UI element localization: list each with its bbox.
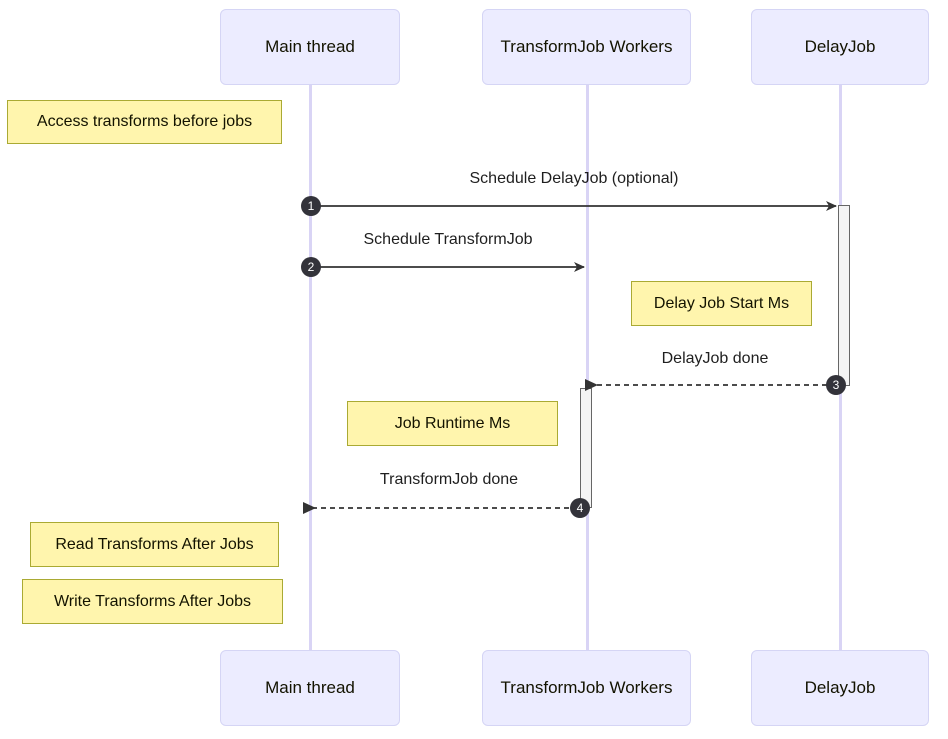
sequence-number: 3	[832, 378, 840, 392]
sequence-number: 1	[307, 199, 315, 213]
note-delay-job-start-ms: Delay Job Start Ms	[631, 281, 812, 326]
message-text: Schedule DelayJob (optional)	[469, 170, 679, 187]
sequence-number: 4	[576, 501, 584, 515]
note-text: Write Transforms After Jobs	[53, 592, 252, 610]
message-text: Schedule TransformJob	[363, 231, 533, 248]
activation-transformjob	[580, 388, 592, 508]
note-text: Delay Job Start Ms	[653, 294, 790, 312]
lifeline-transformjob-workers	[586, 85, 589, 650]
sequence-marker-2: 2	[301, 257, 321, 277]
participant-transformjob-workers-top[interactable]: TransformJob Workers	[482, 9, 691, 85]
participant-main-thread-top[interactable]: Main thread	[220, 9, 400, 85]
note-job-runtime-ms: Job Runtime Ms	[347, 401, 558, 446]
participant-label: TransformJob Workers	[500, 678, 673, 697]
note-read-transforms-after-jobs: Read Transforms After Jobs	[30, 522, 279, 567]
note-text: Read Transforms After Jobs	[55, 535, 254, 553]
participant-label: DelayJob	[804, 678, 876, 697]
note-write-transforms-after-jobs: Write Transforms After Jobs	[22, 579, 283, 624]
sequence-marker-4: 4	[570, 498, 590, 518]
lifeline-main-thread	[309, 85, 312, 650]
note-text: Access transforms before jobs	[36, 113, 253, 130]
message-label-4: TransformJob done	[380, 471, 518, 489]
message-label-2: Schedule TransformJob	[364, 231, 533, 249]
sequence-marker-1: 1	[301, 196, 321, 216]
note-text: Job Runtime Ms	[394, 414, 511, 432]
participant-transformjob-workers-bottom[interactable]: TransformJob Workers	[482, 650, 691, 726]
sequence-number: 2	[307, 260, 315, 274]
participant-main-thread-bottom[interactable]: Main thread	[220, 650, 400, 726]
participant-label: TransformJob Workers	[500, 37, 673, 56]
note-access-transforms-before-jobs: Access transforms before jobs	[7, 100, 282, 144]
message-label-1: Schedule DelayJob (optional)	[469, 170, 678, 188]
participant-label: DelayJob	[804, 37, 876, 56]
activation-delayjob	[838, 205, 850, 386]
participant-delayjob-bottom[interactable]: DelayJob	[751, 650, 929, 726]
message-text: TransformJob done	[379, 471, 519, 488]
message-text: DelayJob done	[661, 350, 769, 367]
participant-label: Main thread	[265, 37, 355, 56]
sequence-marker-3: 3	[826, 375, 846, 395]
participant-label: Main thread	[265, 678, 355, 697]
participant-delayjob-top[interactable]: DelayJob	[751, 9, 929, 85]
message-label-3: DelayJob done	[662, 350, 769, 368]
